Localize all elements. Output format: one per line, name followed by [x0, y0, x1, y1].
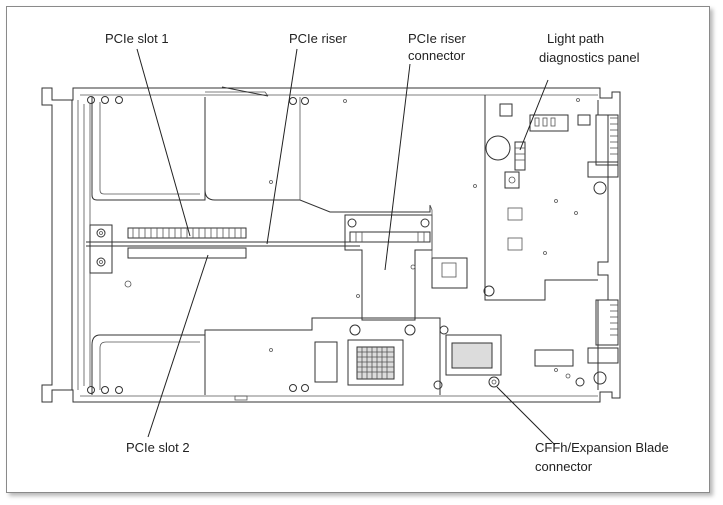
leader-lines: [136, 48, 556, 446]
leader-riser-connector: [384, 63, 411, 271]
leader-pcie-slot-1: [136, 48, 191, 237]
cffh-connector: [433, 325, 502, 390]
blade-chassis: [41, 87, 621, 403]
label-light-path-2: diagnostics panel: [539, 50, 640, 65]
leader-pcie-riser: [266, 48, 298, 245]
label-pcie-slot-2: PCIe slot 2: [126, 440, 190, 455]
label-cffh-1: CFFh/Expansion Blade: [535, 440, 669, 455]
riser-connector: [344, 204, 495, 321]
screw-group-top-left: [87, 96, 309, 105]
label-cffh-2: connector: [535, 459, 593, 474]
label-riser-connector-1: PCIe riser: [408, 31, 466, 46]
leader-light-path: [519, 79, 549, 151]
label-pcie-slot-1: PCIe slot 1: [105, 31, 169, 46]
label-light-path-1: Light path: [547, 31, 604, 46]
leader-cffh: [496, 386, 556, 446]
label-riser-connector-2: connector: [408, 48, 466, 63]
label-pcie-riser: PCIe riser: [289, 31, 347, 46]
right-board: [269, 95, 619, 387]
leader-pcie-slot-2: [147, 254, 209, 438]
upper-bracket: [87, 86, 431, 213]
screw-group-bottom: [87, 384, 309, 394]
pcie-slots: [86, 224, 360, 288]
lower-bracket: [87, 317, 441, 401]
callouts: PCIe slot 1 PCIe riser PCIe riser connec…: [105, 31, 669, 474]
